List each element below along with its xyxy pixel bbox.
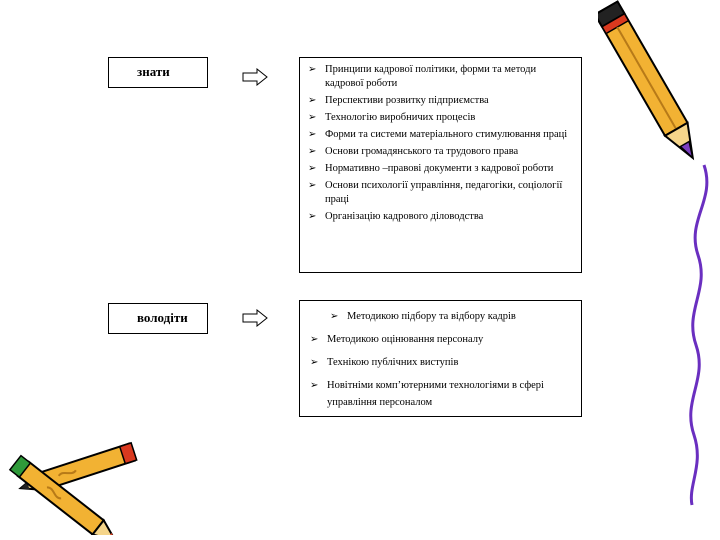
list-item: ➢Методикою підбору та відбору кадрів	[330, 308, 575, 325]
label-own: володіти	[137, 310, 188, 325]
pencil-icon	[8, 441, 138, 535]
bullet-arrow-icon: ➢	[310, 380, 319, 391]
label-box-know: знати	[108, 57, 208, 88]
list-item: ➢Організацію кадрового діловодства	[308, 211, 484, 222]
bullet-arrow-icon: ➢	[308, 180, 317, 191]
bullet-arrow-icon: ➢	[308, 146, 317, 157]
arrow-right-icon	[242, 309, 268, 327]
list-item: ➢Основи психології управління, педагогік…	[308, 180, 563, 205]
list-item: ➢Нормативно –правові документи з кадрово…	[308, 163, 554, 174]
list-item: ➢Принципи кадрової політики, форми та ме…	[308, 64, 537, 89]
bullet-arrow-icon: ➢	[308, 163, 317, 174]
list-item: ➢Форми та системи матеріального стимулюв…	[308, 129, 568, 140]
bullet-arrow-icon: ➢	[330, 311, 339, 322]
bullet-arrow-icon: ➢	[308, 211, 317, 222]
list-item: ➢Технологію виробничих процесів	[308, 112, 476, 123]
list-item: ➢Методикою оцінювання персоналу	[310, 331, 575, 348]
bullet-arrow-icon: ➢	[310, 357, 319, 368]
list-item: ➢Основи громадянського та трудового прав…	[308, 146, 519, 157]
arrow-right-icon	[242, 68, 268, 86]
bullet-arrow-icon: ➢	[308, 64, 317, 75]
bullet-arrow-icon: ➢	[308, 95, 317, 106]
list-item: ➢Технікою публічних виступів	[310, 354, 575, 371]
pencil-icon	[598, 0, 695, 161]
bullet-arrow-icon: ➢	[308, 112, 317, 123]
knowledge-list: ➢Принципи кадрової політики, форми та ме…	[308, 63, 575, 224]
bullet-arrow-icon: ➢	[308, 129, 317, 140]
skills-list: ➢Методикою підбору та відбору кадрів ➢Ме…	[310, 308, 575, 411]
bullet-arrow-icon: ➢	[310, 334, 319, 345]
skills-list-box: ➢Методикою підбору та відбору кадрів ➢Ме…	[299, 300, 582, 417]
label-box-own: володіти	[108, 303, 208, 334]
list-item: ➢Новітніми комп’ютерними технологіями в …	[310, 377, 575, 411]
wavy-line	[689, 164, 709, 506]
label-know: знати	[137, 64, 170, 79]
list-item: ➢Перспективи розвитку підприємства	[308, 95, 489, 106]
knowledge-list-box: ➢Принципи кадрової політики, форми та ме…	[299, 57, 582, 273]
